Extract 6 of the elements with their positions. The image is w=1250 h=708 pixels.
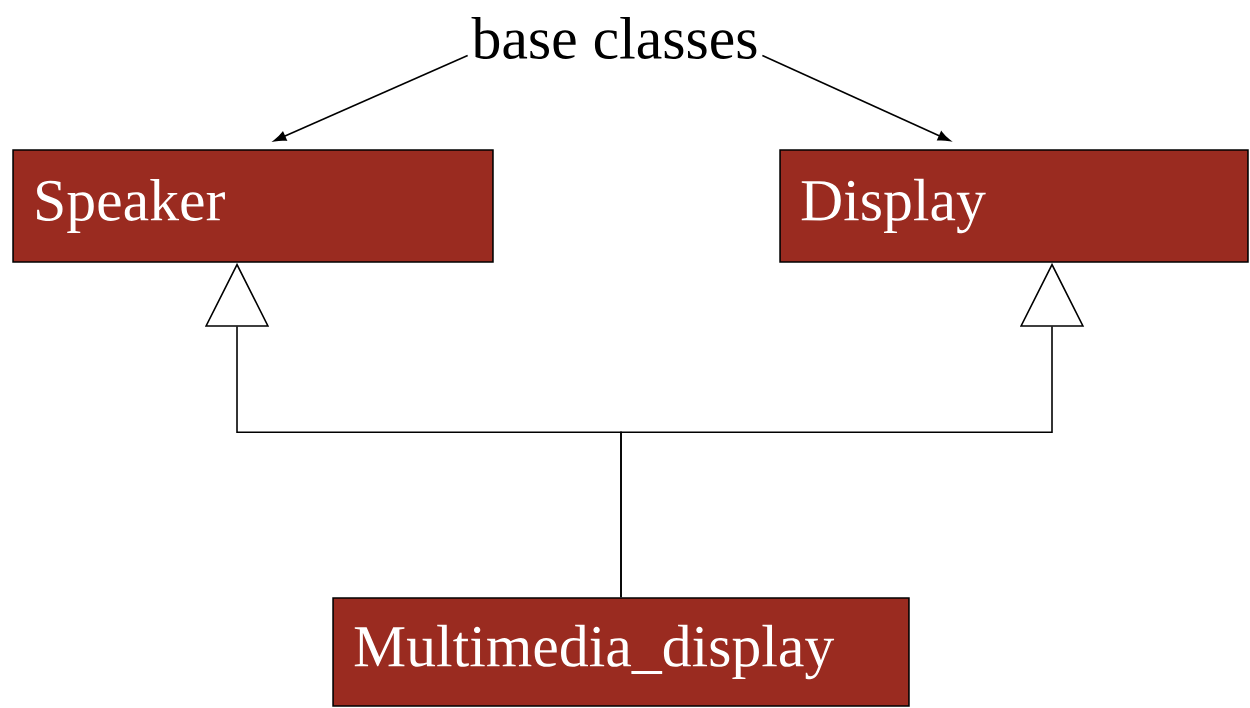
class-box: Display bbox=[779, 149, 1249, 263]
class-box: Speaker bbox=[12, 149, 494, 263]
arrow bbox=[761, 54, 951, 142]
class-box: Multimedia_display bbox=[332, 597, 910, 707]
arrow bbox=[273, 54, 469, 142]
label-text: base classes bbox=[471, 17, 757, 59]
